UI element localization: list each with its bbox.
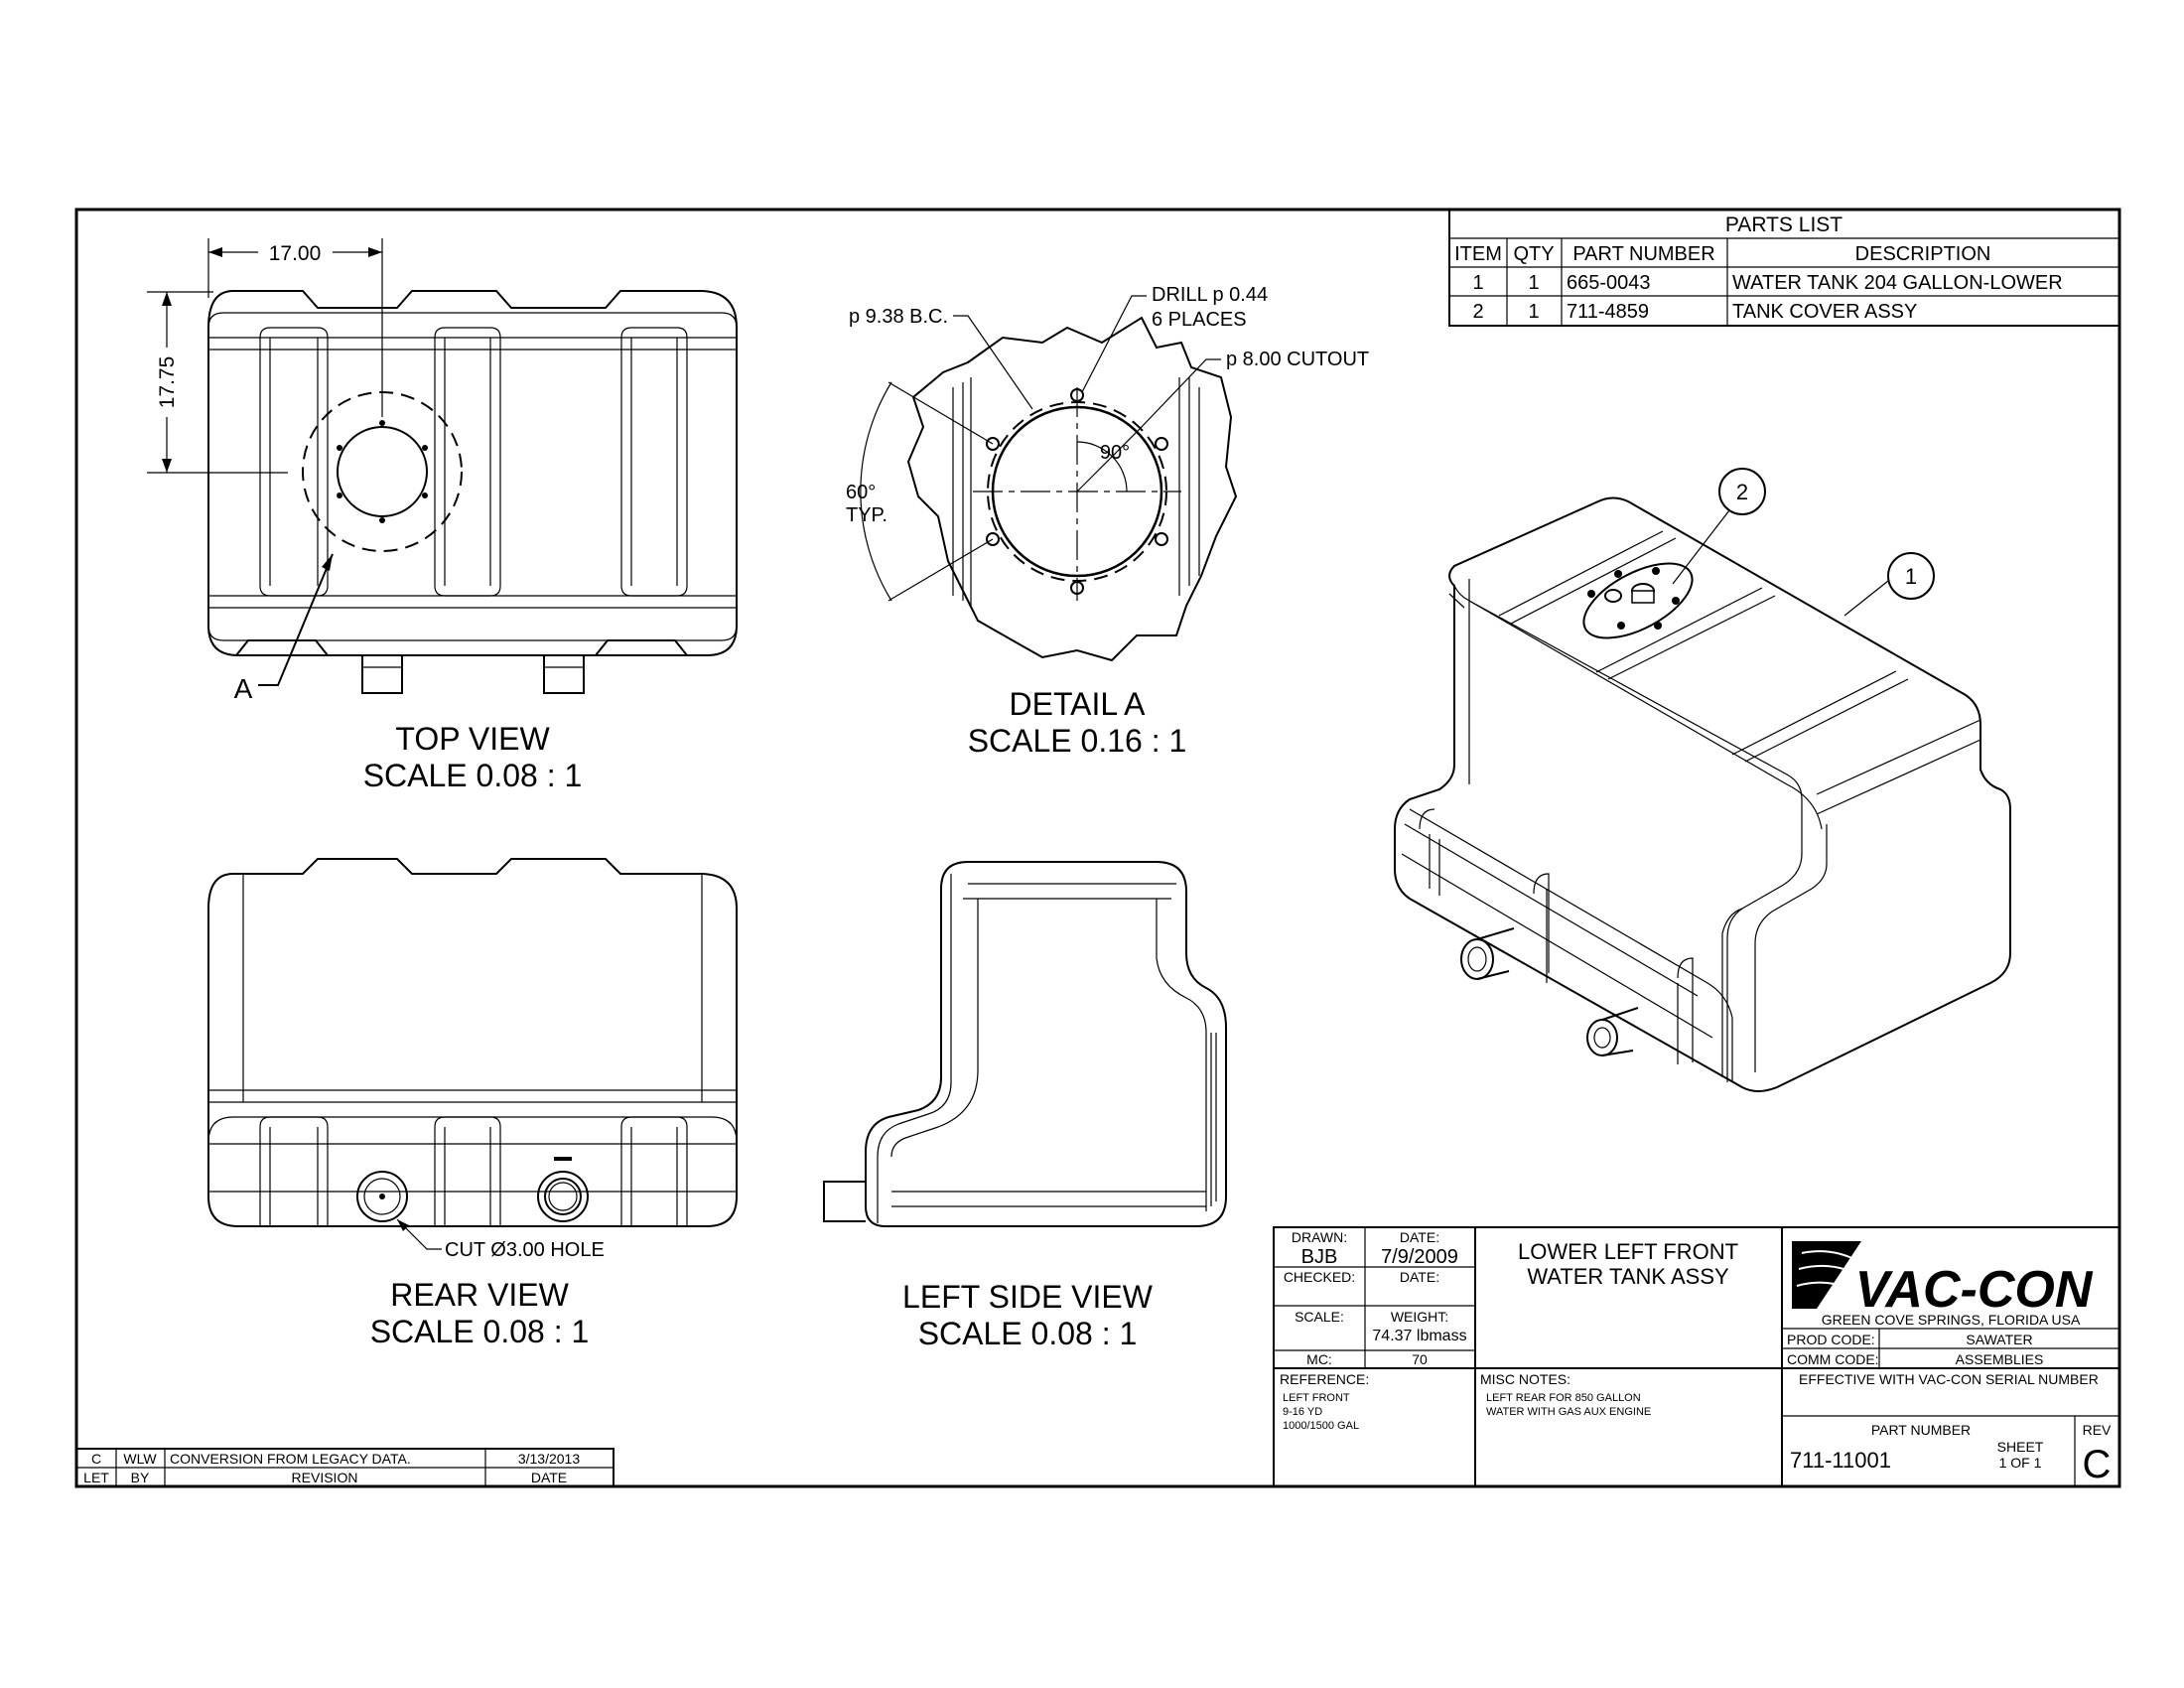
scale-label: SCALE: (1295, 1309, 1344, 1325)
drawing-title-line-1: LOWER LEFT FRONT (1518, 1239, 1738, 1264)
revision-letter: C (91, 1451, 101, 1467)
detail-view-title: DETAIL A (1010, 686, 1147, 722)
parts-header-part-number: PART NUMBER (1572, 243, 1714, 265)
misc-notes-line-1: LEFT REAR FOR 850 GALLON (1486, 1392, 1641, 1404)
revision-header-revision: REVISION (292, 1470, 358, 1485)
rev-label: REV (2083, 1422, 2112, 1438)
prod-code-value: SAWATER (1966, 1332, 2032, 1347)
top-view-title: TOP VIEW (395, 721, 550, 757)
detail-a-view: 90° 60° TYP. p 9.38 B.C. DRILL p 0.44 6 … (846, 284, 1369, 759)
parts-list: PARTS LIST ITEM QTY PART NUMBER DESCRIPT… (1448, 209, 2120, 327)
part-number-value: 711-11001 (1790, 1448, 1891, 1473)
rear-hole-note: CUT Ø3.00 HOLE (445, 1239, 605, 1261)
sheet-label: SHEET (1997, 1439, 2044, 1455)
left-side-view-scale: SCALE 0.08 : 1 (918, 1316, 1138, 1351)
top-dim-height: 17.75 (156, 356, 179, 409)
parts-header-qty: QTY (1513, 243, 1554, 265)
rear-view-title: REAR VIEW (390, 1277, 569, 1313)
parts-row-1-item: 1 (1472, 272, 1483, 294)
top-view: 17.00 17.75 (147, 238, 738, 793)
revision-description: CONVERSION FROM LEGACY DATA. (170, 1451, 411, 1467)
parts-row-2-description: TANK COVER ASSY (1732, 301, 1917, 323)
date-label: DATE: (1400, 1229, 1439, 1245)
parts-header-description: DESCRIPTION (1855, 243, 1991, 265)
company-name: VAC-CON (1855, 1261, 2094, 1319)
comm-code-label: COMM CODE: (1787, 1351, 1879, 1367)
parts-row-2-item: 2 (1472, 301, 1483, 323)
part-number-label: PART NUMBER (1871, 1422, 1971, 1438)
top-dim-width: 17.00 (269, 242, 322, 265)
weight-label: WEIGHT: (1391, 1309, 1448, 1325)
parts-row-1-part-number: 665-0043 (1567, 272, 1651, 294)
detail-drill-places: 6 PLACES (1152, 309, 1247, 331)
rear-view-scale: SCALE 0.08 : 1 (370, 1314, 590, 1349)
revision-by: WLW (123, 1451, 157, 1467)
detail-drill-label: DRILL p 0.44 (1152, 284, 1268, 306)
detail-bc-label: p 9.38 B.C. (849, 306, 948, 328)
parts-row-2-part-number: 711-4859 (1567, 301, 1649, 323)
comm-code-value: ASSEMBLIES (1956, 1351, 2044, 1367)
effective-note: EFFECTIVE WITH VAC-CON SERIAL NUMBER (1799, 1371, 2099, 1387)
revision-header-let: LET (83, 1470, 109, 1485)
company-location: GREEN COVE SPRINGS, FLORIDA USA (1822, 1312, 2081, 1328)
detail-angle-typ: TYP. (846, 504, 887, 526)
revision-date: 3/13/2013 (518, 1451, 580, 1467)
parts-row-2-qty: 1 (1528, 301, 1539, 323)
detail-view-scale: SCALE 0.16 : 1 (968, 723, 1187, 759)
sheet-border (74, 208, 2121, 1488)
reference-label: REFERENCE: (1280, 1371, 1369, 1387)
revision-header-by: BY (131, 1470, 150, 1485)
parts-row-1-qty: 1 (1528, 272, 1539, 294)
drawn-label: DRAWN: (1292, 1229, 1347, 1245)
top-detail-marker: A (234, 673, 253, 704)
date-value: 7/9/2009 (1381, 1246, 1458, 1268)
iso-balloon-2: 2 (1736, 480, 1748, 504)
reference-line-2: 9-16 YD (1283, 1406, 1322, 1418)
misc-notes-line-2: WATER WITH GAS AUX ENGINE (1486, 1406, 1651, 1418)
top-view-scale: SCALE 0.08 : 1 (363, 758, 583, 793)
revision-block: C WLW CONVERSION FROM LEGACY DATA. 3/13/… (75, 1448, 614, 1487)
parts-list-title: PARTS LIST (1725, 213, 1843, 236)
drawn-value: BJB (1301, 1246, 1338, 1268)
vac-con-logo: VAC-CON (1792, 1241, 2094, 1319)
left-side-view: LEFT SIDE VIEW SCALE 0.08 : 1 (823, 861, 1227, 1351)
checked-label: CHECKED: (1284, 1269, 1355, 1285)
parts-row-1-description: WATER TANK 204 GALLON-LOWER (1732, 272, 2063, 294)
isometric-view: 2 1 (1394, 468, 2011, 1092)
parts-header-item: ITEM (1454, 243, 1502, 265)
title-block: DRAWN: BJB DATE: 7/9/2009 CHECKED: DATE:… (1273, 1226, 2120, 1487)
rear-view: CUT Ø3.00 HOLE REAR VIEW SCALE 0.08 : 1 (207, 858, 738, 1349)
reference-line-3: 1000/1500 GAL (1283, 1420, 1359, 1432)
detail-angle-90: 90° (1100, 442, 1130, 464)
checked-date-label: DATE: (1400, 1269, 1439, 1285)
misc-notes-label: MISC NOTES: (1480, 1371, 1570, 1387)
prod-code-label: PROD CODE: (1787, 1332, 1875, 1347)
revision-header-date: DATE (531, 1470, 567, 1485)
detail-angle-60: 60° (846, 482, 876, 503)
mc-label: MC: (1306, 1351, 1332, 1367)
detail-cutout-label: p 8.00 CUTOUT (1226, 349, 1369, 370)
sheet-value: 1 OF 1 (1999, 1455, 2042, 1471)
rev-value: C (2083, 1443, 2112, 1486)
drawing-title-line-2: WATER TANK ASSY (1527, 1264, 1729, 1289)
left-side-view-title: LEFT SIDE VIEW (902, 1279, 1154, 1315)
reference-line-1: LEFT FRONT (1283, 1392, 1350, 1404)
iso-balloon-1: 1 (1905, 564, 1917, 589)
weight-value: 74.37 lbmass (1372, 1328, 1466, 1344)
mc-value: 70 (1412, 1351, 1428, 1367)
